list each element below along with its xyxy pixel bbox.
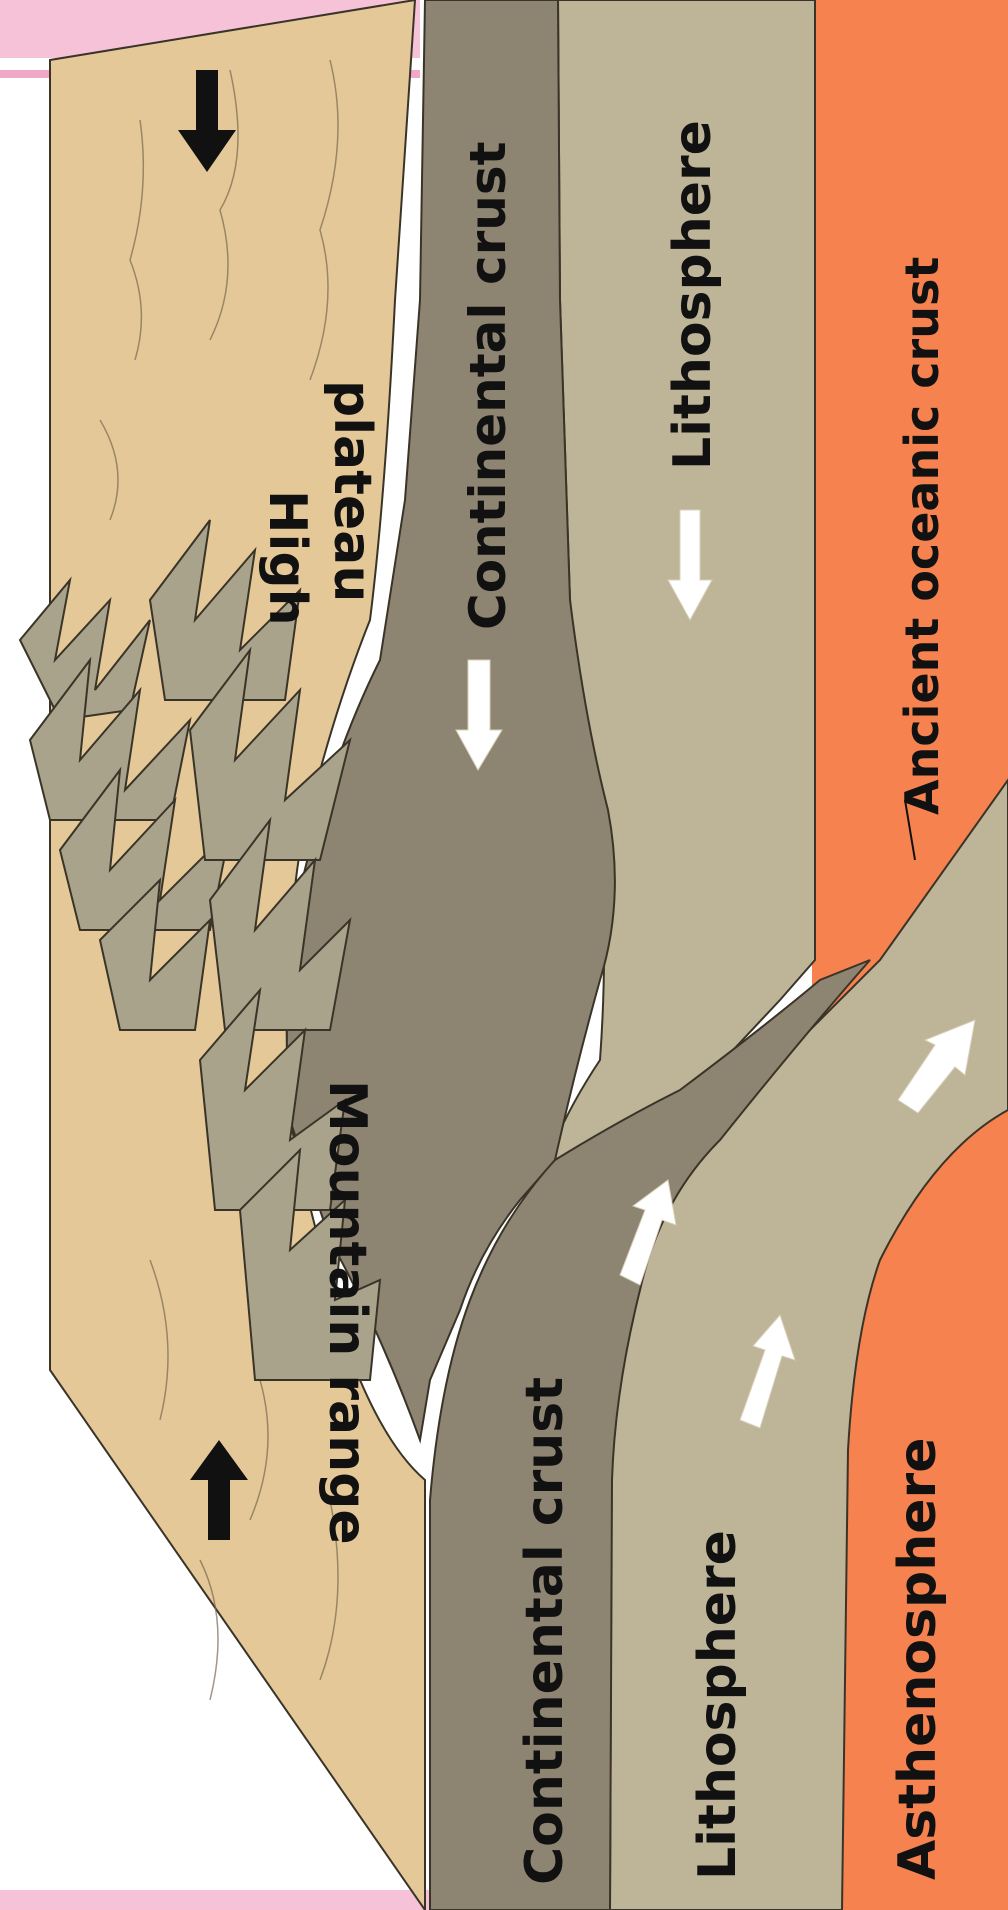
- label-mountain-range: Mountain range: [317, 1080, 377, 1545]
- bottom-pink-border: [0, 1890, 430, 1910]
- label-high-plateau-line2: plateau: [322, 380, 382, 602]
- label-lithosphere-bottom: Lithosphere: [688, 1530, 748, 1880]
- label-ancient-oceanic-crust: Ancient oceanic crust: [895, 257, 949, 815]
- label-continental-crust-bottom: Continental crust: [515, 1377, 575, 1885]
- label-asthenosphere: Asthenosphere: [888, 1438, 948, 1880]
- label-high-plateau-line1: High: [257, 490, 317, 626]
- label-lithosphere-top: Lithosphere: [663, 120, 723, 470]
- label-continental-crust-top: Continental crust: [459, 141, 517, 630]
